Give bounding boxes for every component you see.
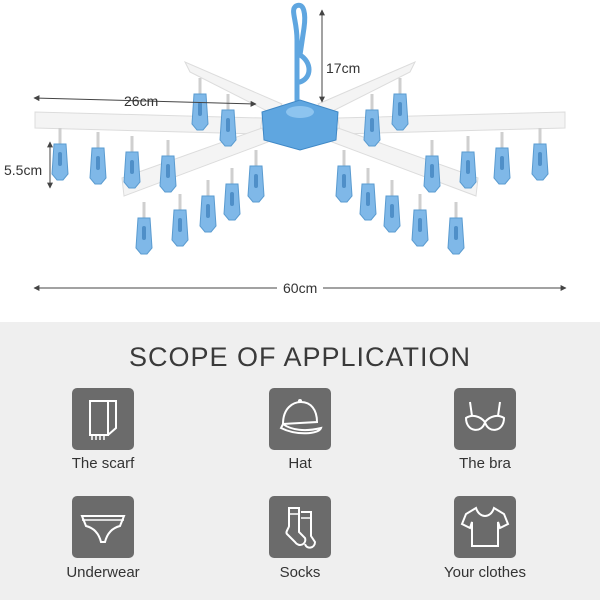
hub [261, 99, 339, 151]
back-arms [183, 60, 417, 116]
briefs-icon [72, 496, 134, 558]
socks-icon [269, 496, 331, 558]
cap-icon [269, 388, 331, 450]
label-scarf: The scarf [71, 455, 135, 472]
label-socks: Socks [279, 564, 321, 581]
label-hat: Hat [288, 455, 312, 472]
dim-hook-height: 17cm [326, 60, 361, 76]
scarf-icon [72, 388, 134, 450]
product-image-area: 17cm 26cm 5.5cm 60cm [4, 2, 567, 296]
bra-icon [454, 388, 516, 450]
label-underwear: Underwear [66, 564, 140, 581]
dim-clip-length: 5.5cm [4, 162, 43, 178]
section-title: SCOPE OF APPLICATION [128, 342, 472, 372]
tshirt-icon [454, 496, 516, 558]
label-bra: The bra [459, 455, 511, 472]
label-clothes: Your clothes [443, 564, 526, 581]
dim-total-width: 60cm [277, 280, 324, 296]
hanger-illustration [33, 2, 567, 291]
dim-arm-length: 26cm [124, 93, 159, 109]
